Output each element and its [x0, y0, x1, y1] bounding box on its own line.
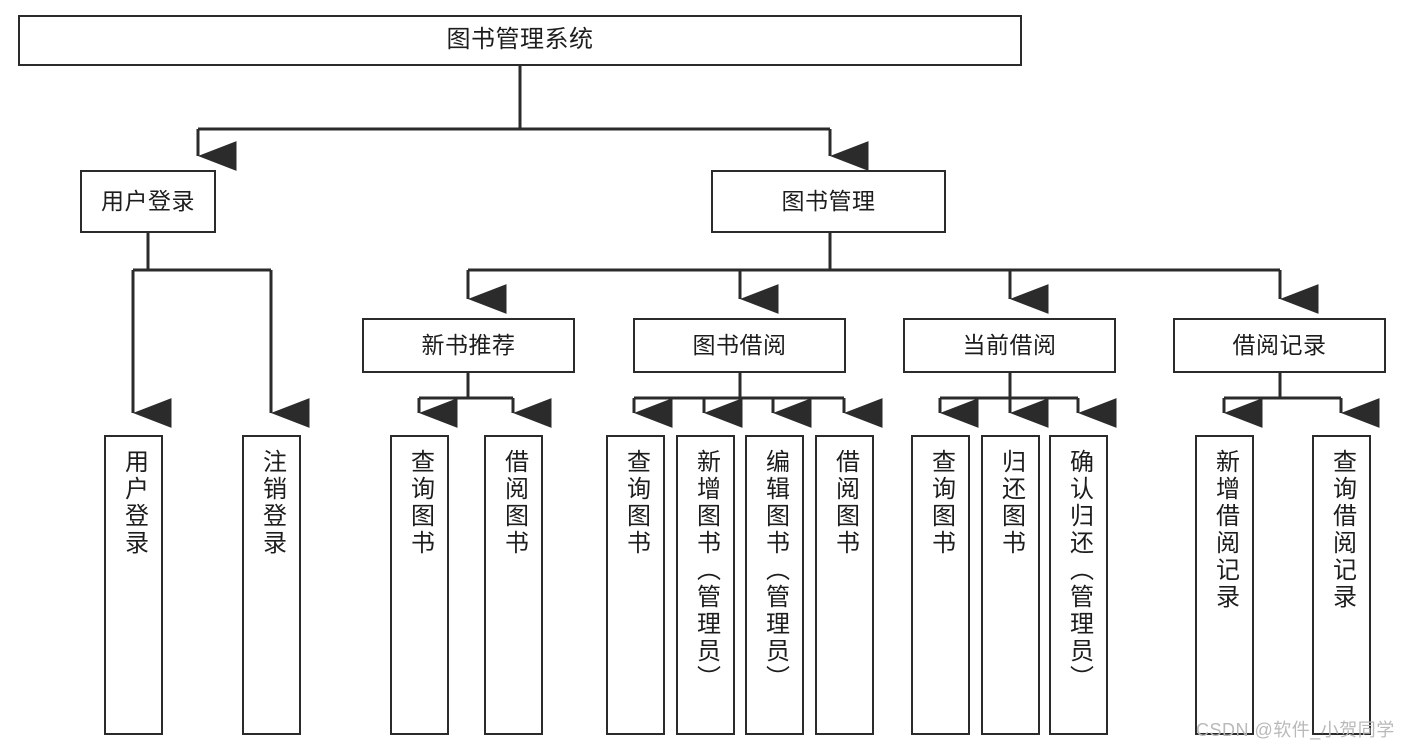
- node-label: 查询图书: [622, 449, 650, 557]
- node-label: 借阅图书: [831, 449, 859, 557]
- leaf-logout[interactable]: 注销登录: [242, 435, 301, 735]
- node-label: 图书管理系统: [446, 26, 594, 54]
- leaf-confirm-return-admin[interactable]: 确认归还（管理员）: [1049, 435, 1108, 735]
- node-label: 图书借阅: [692, 331, 787, 358]
- leaf-add-borrow-record[interactable]: 新增借阅记录: [1195, 435, 1254, 735]
- node-label: 查询图书: [406, 449, 434, 557]
- node-label: 图书管理: [781, 187, 876, 214]
- node-label: 新增图书（管理员）: [692, 449, 720, 692]
- node-new-book-recommend[interactable]: 新书推荐: [362, 318, 575, 373]
- node-borrow-record[interactable]: 借阅记录: [1173, 318, 1386, 373]
- node-label: 编辑图书（管理员）: [761, 449, 789, 692]
- node-current-borrow[interactable]: 当前借阅: [903, 318, 1116, 373]
- leaf-add-book-admin[interactable]: 新增图书（管理员）: [676, 435, 735, 735]
- leaf-lend-book[interactable]: 借阅图书: [815, 435, 874, 735]
- node-label: 用户登录: [120, 449, 148, 557]
- leaf-query-book-newbook[interactable]: 查询图书: [390, 435, 449, 735]
- node-label: 归还图书: [997, 449, 1025, 557]
- node-root-system[interactable]: 图书管理系统: [18, 15, 1022, 66]
- leaf-borrow-book-newbook[interactable]: 借阅图书: [484, 435, 543, 735]
- node-label: 借阅图书: [500, 449, 528, 557]
- node-book-management[interactable]: 图书管理: [711, 170, 946, 233]
- csdn-watermark: CSDN @软件_小贺同学: [1196, 720, 1395, 740]
- node-label: 新书推荐: [421, 331, 516, 358]
- node-label: 借阅记录: [1232, 331, 1327, 358]
- leaf-query-book-borrow[interactable]: 查询图书: [606, 435, 665, 735]
- node-label: 新增借阅记录: [1211, 449, 1239, 611]
- leaf-return-book[interactable]: 归还图书: [981, 435, 1040, 735]
- leaf-query-borrow-record[interactable]: 查询借阅记录: [1312, 435, 1371, 735]
- leaf-edit-book-admin[interactable]: 编辑图书（管理员）: [745, 435, 804, 735]
- leaf-query-book-current[interactable]: 查询图书: [911, 435, 970, 735]
- node-label: 当前借阅: [962, 331, 1057, 358]
- node-label: 注销登录: [258, 449, 286, 557]
- node-label: 用户登录: [101, 187, 195, 214]
- leaf-user-login[interactable]: 用户登录: [104, 435, 163, 735]
- node-label: 查询借阅记录: [1328, 449, 1356, 611]
- node-user-login[interactable]: 用户登录: [80, 170, 216, 233]
- node-book-borrow[interactable]: 图书借阅: [633, 318, 846, 373]
- node-label: 查询图书: [927, 449, 955, 557]
- node-label: 确认归还（管理员）: [1065, 449, 1093, 692]
